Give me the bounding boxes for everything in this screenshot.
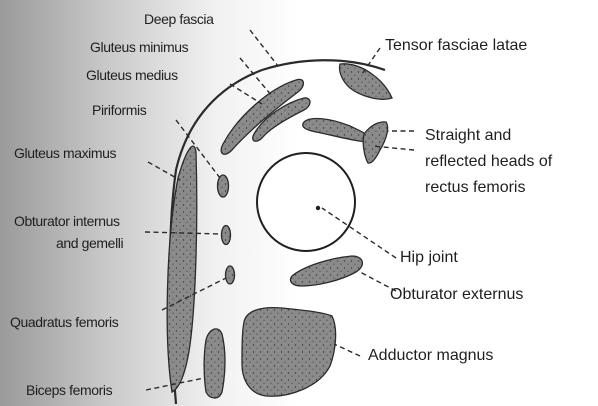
label-obturator-internus-line1: Obturator internus	[14, 210, 123, 232]
label-rectus-femoris: Straight and reflected heads of rectus f…	[425, 123, 552, 201]
label-obturator-externus: Obturator externus	[390, 287, 523, 303]
marker-dot	[316, 206, 320, 210]
label-obturator-internus-line2: and gemelli	[14, 232, 123, 254]
label-biceps-femoris: Biceps femoris	[26, 383, 112, 397]
label-rectus-femoris-line1: Straight and	[425, 123, 552, 149]
quadratus-femoris-shape	[226, 266, 235, 284]
hip-joint-circle	[257, 153, 355, 251]
label-tensor-fasciae-latae: Tensor fasciae latae	[385, 38, 527, 54]
label-adductor-magnus: Adductor magnus	[368, 348, 493, 364]
obturator-internus-shape	[222, 226, 231, 245]
label-gluteus-medius: Gluteus medius	[86, 68, 178, 82]
label-gluteus-maximus: Gluteus maximus	[14, 146, 116, 160]
label-gluteus-minimus: Gluteus minimus	[90, 40, 188, 54]
label-piriformis: Piriformis	[92, 103, 146, 117]
label-hip-joint: Hip joint	[400, 250, 458, 266]
biceps-femoris-shape	[204, 329, 225, 398]
label-deep-fascia: Deep fascia	[144, 12, 214, 26]
label-obturator-internus: Obturator internus and gemelli	[14, 210, 123, 254]
label-quadratus-femoris: Quadratus femoris	[10, 315, 118, 329]
label-rectus-femoris-line3: rectus femoris	[425, 175, 552, 201]
piriformis-shape	[218, 175, 229, 197]
label-rectus-femoris-line2: reflected heads of	[425, 149, 552, 175]
